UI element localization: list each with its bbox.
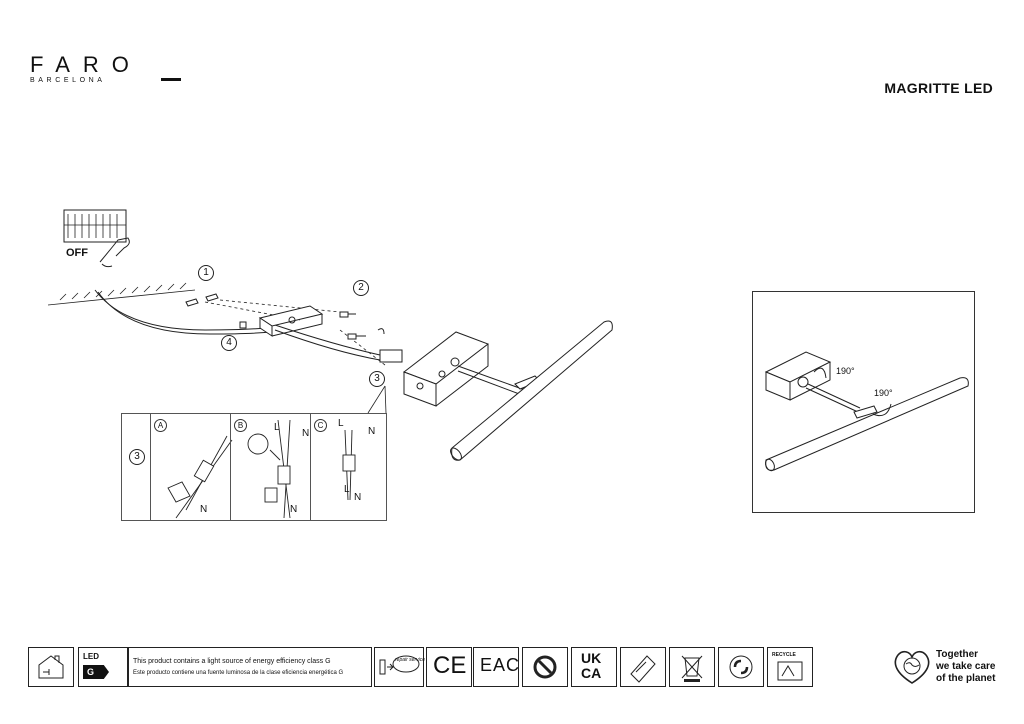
panel-step-marker: 3 [129, 449, 145, 465]
product-title: MAGRITTE LED [884, 80, 993, 96]
energy-statement-es: Este producto contiene una fuente lumino… [133, 670, 344, 676]
step-4-marker: 4 [221, 335, 237, 351]
option-b: B [234, 419, 247, 432]
wire-n-label: N [290, 504, 298, 515]
ukca-mark-icon: UK CA [571, 647, 617, 687]
energy-class-badge: G [83, 665, 109, 679]
wire-n-label: N [200, 504, 208, 515]
repair-service-label: repair service [395, 657, 426, 663]
ce-mark: CE [433, 652, 467, 679]
recycle-label: RECYCLE [772, 652, 796, 658]
eac-mark-icon: EAC [473, 647, 519, 687]
logo-bar [161, 78, 181, 81]
led-tag: LED [83, 652, 99, 661]
option-c: C [314, 419, 327, 432]
power-off-label: OFF [66, 247, 88, 259]
ip-mark-icon [522, 647, 568, 687]
ukca-bottom: CA [581, 665, 602, 681]
circuit-breaker-icon [63, 209, 130, 268]
energy-statement: This product contains a light source of … [128, 647, 372, 687]
step-1-marker: 1 [198, 265, 214, 281]
wall-hatch [47, 282, 196, 306]
wire-l-label: L [338, 418, 344, 429]
step-3-marker: 3 [369, 371, 385, 387]
terminal-block [379, 349, 403, 363]
rotation-angle: 190° [836, 366, 855, 376]
panel-divider [230, 414, 231, 520]
driver-icon [620, 647, 666, 687]
planet-line: we take care [936, 661, 996, 672]
brand-subtitle: BARCELONA [30, 77, 106, 84]
repair-service-icon: repair service [374, 647, 426, 687]
eac-mark: EAC [480, 655, 521, 675]
adjustment-panel [752, 291, 975, 513]
planet-heart-icon [894, 650, 930, 684]
panel-divider [150, 414, 151, 520]
planet-slogan: Together we take care of the planet [936, 649, 996, 685]
wiring-options-panel: 3 A N B L N N C L N L N [121, 413, 387, 521]
screw-icons [239, 311, 385, 340]
panel-divider [310, 414, 311, 520]
brand-name: FARO [30, 52, 142, 77]
wire-l-label: L [274, 422, 280, 433]
planet-line: Together [936, 649, 979, 660]
planet-line: of the planet [936, 673, 996, 684]
brand-logo: FARO BARCELONA [30, 52, 181, 84]
wire-n-label: N [354, 492, 362, 503]
wire-n-label: N [302, 428, 310, 439]
rotation-angle: 190° [874, 388, 893, 398]
indoor-use-icon [28, 647, 74, 687]
energy-statement-en: This product contains a light source of … [133, 658, 331, 665]
lamp-assembly [402, 320, 613, 461]
step-2-marker: 2 [353, 280, 369, 296]
recycle-label-icon: RECYCLE [767, 647, 813, 687]
ukca-top: UK [581, 650, 602, 666]
green-dot-icon [718, 647, 764, 687]
adjust-drawing [764, 351, 969, 472]
energy-label: LED G [78, 647, 128, 687]
cable [97, 291, 271, 335]
option-a: A [154, 419, 167, 432]
wire-l-label: L [344, 484, 350, 495]
weee-bin-icon [669, 647, 715, 687]
ce-mark-icon: CE [426, 647, 472, 687]
wire-n-label: N [368, 426, 376, 437]
